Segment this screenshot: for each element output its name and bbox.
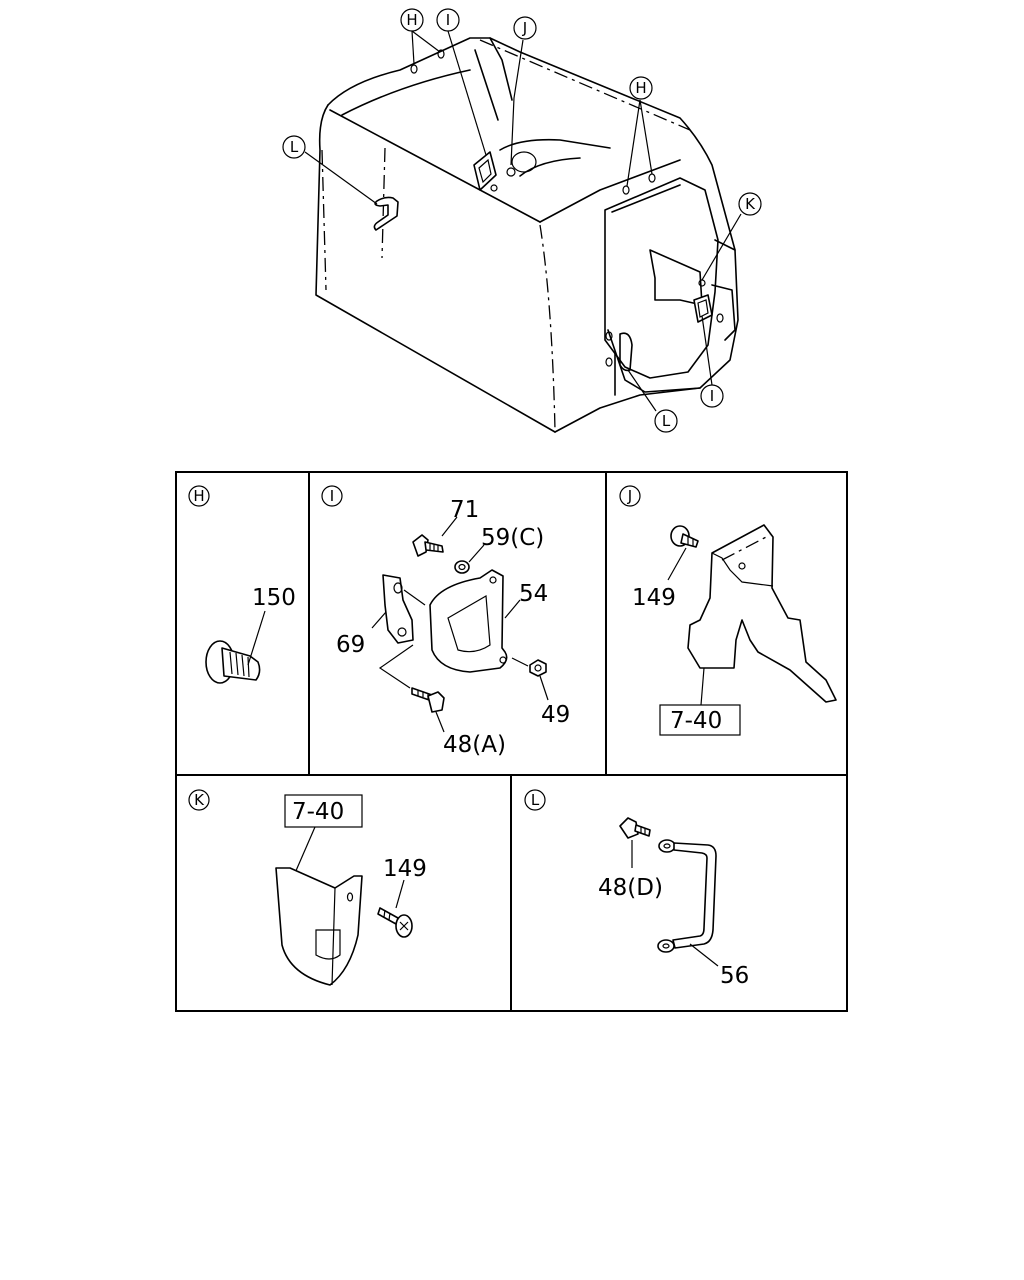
detail-grid xyxy=(175,471,848,1012)
svg-text:H: H xyxy=(635,79,646,97)
label-48a: 48(A) xyxy=(443,732,506,758)
label-69: 69 xyxy=(336,632,365,658)
svg-text:K: K xyxy=(194,791,205,809)
svg-text:L: L xyxy=(662,412,671,430)
svg-text:H: H xyxy=(406,11,417,29)
svg-text:I: I xyxy=(446,11,450,29)
callout-l-left: L xyxy=(282,135,306,159)
panel-j: J 149 7-40 xyxy=(619,485,837,736)
panel-i: I 71 59(C) 69 54 49 xyxy=(321,485,570,758)
svg-text:L: L xyxy=(531,791,540,809)
label-149-j: 149 xyxy=(632,585,676,611)
ref-7-40-k: 7-40 xyxy=(292,799,344,825)
svg-text:H: H xyxy=(193,487,204,505)
callout-i-top: I xyxy=(436,8,460,32)
panel-h: H 150 xyxy=(188,485,296,684)
svg-text:L: L xyxy=(290,138,299,156)
label-48d: 48(D) xyxy=(598,875,663,901)
label-54: 54 xyxy=(519,581,548,607)
callout-i-right: I xyxy=(700,384,724,408)
svg-text:I: I xyxy=(710,387,714,405)
cab-overview-drawing xyxy=(304,30,742,433)
callout-l-right: L xyxy=(654,409,678,433)
label-59c: 59(C) xyxy=(481,525,544,551)
svg-text:J: J xyxy=(522,19,527,37)
svg-text:J: J xyxy=(627,487,632,505)
label-149-k: 149 xyxy=(383,856,427,882)
svg-text:K: K xyxy=(745,195,756,213)
ref-7-40-j: 7-40 xyxy=(670,708,722,734)
panel-k: K 7-40 149 xyxy=(188,789,427,986)
callout-k: K xyxy=(738,192,762,216)
label-49: 49 xyxy=(541,702,570,728)
label-150: 150 xyxy=(252,585,296,611)
callout-j: J xyxy=(513,16,537,40)
callout-h-left: H xyxy=(400,8,424,32)
svg-text:I: I xyxy=(330,487,334,505)
label-71: 71 xyxy=(450,497,479,523)
label-56: 56 xyxy=(720,963,749,989)
panel-l: L 48(D) 56 xyxy=(524,789,749,989)
callout-h-right: H xyxy=(629,76,653,100)
